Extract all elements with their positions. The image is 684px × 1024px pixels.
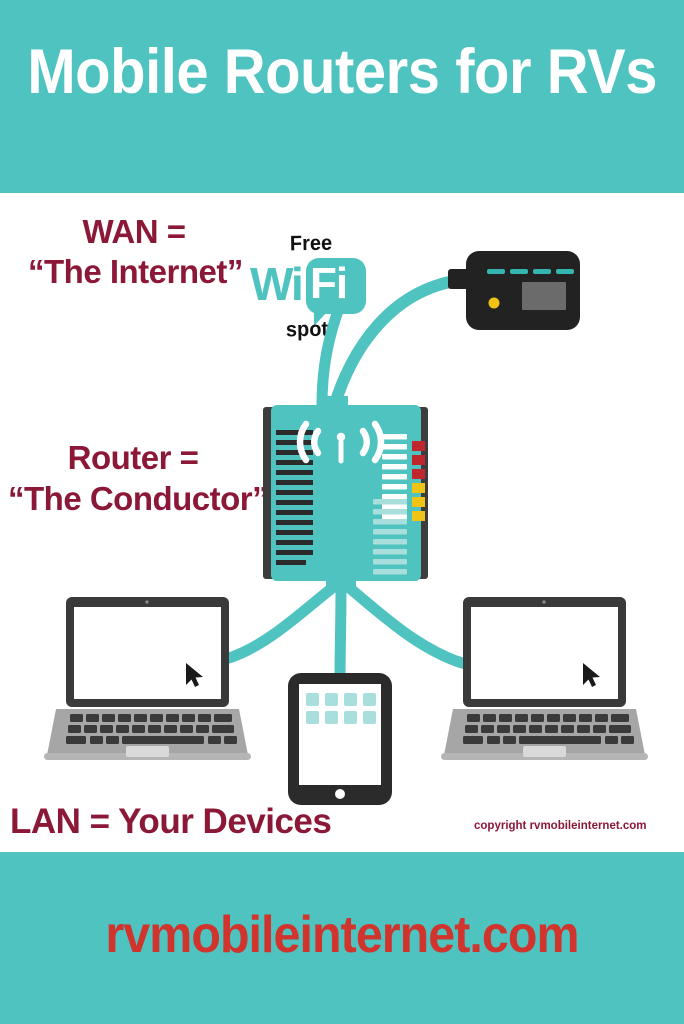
lan-annotation: LAN = Your Devices [10,802,332,841]
cable-router-to-modem [328,273,476,413]
modem-signal-bar [487,269,505,274]
wan-annotation: WAN = “The Internet” [28,212,243,292]
laptop-webcam [542,600,546,604]
router-indicator-bars-light [373,499,407,575]
tablet-app-icon [325,693,338,706]
tablet-app-icon [306,693,319,706]
tablet-app-icon [344,711,357,724]
modem-signal-bar [556,269,574,274]
router-led-yellow [412,497,425,507]
laptop-keyboard [66,714,237,744]
laptop-right[interactable] [441,597,648,760]
router-led-red [412,469,425,479]
network-diagram-scene [44,251,648,805]
laptop-keyboard [463,714,634,744]
tablet-app-icon [363,693,376,706]
router-led-yellow [412,511,425,521]
router-status-leds [412,441,425,521]
laptop-trackpad[interactable] [523,746,566,757]
arrow-cursor [186,663,203,687]
modem-device[interactable] [448,251,580,330]
modem-cable-plug [448,269,470,289]
modem-signal-bars [487,269,574,274]
wan-label-line2: “The Internet” [28,253,243,290]
laptop-left[interactable] [44,597,251,760]
router-label-line2: “The Conductor” [8,480,269,517]
tablet-app-icon [363,711,376,724]
free-wifi-spot-logo: Free Wi Fi spot [250,232,376,348]
laptop-screen [471,607,618,699]
router-annotation: Router = “The Conductor” [8,437,269,519]
tablet-device[interactable] [288,673,392,805]
router-led-red [412,455,425,465]
wifi-logo-wi-text: Wi [250,258,304,310]
router-label-line1: Router = [67,439,199,476]
router-led-yellow [412,483,425,493]
wan-label-line1: WAN = [82,213,186,250]
arrow-cursor [583,663,600,687]
tablet-app-icons[interactable] [306,693,376,724]
laptop-trackpad[interactable] [126,746,169,757]
page-title: Mobile Routers for RVs [27,37,658,107]
modem-signal-bar [533,269,551,274]
tablet-home-button[interactable] [335,789,345,799]
copyright-notice: copyright rvmobileinternet.com [474,820,647,832]
router-led-red [412,441,425,451]
tablet-app-icon [325,711,338,724]
wifi-broadcast-icon [296,420,385,464]
modem-signal-bar [510,269,528,274]
laptop-screen [74,607,221,699]
laptop-webcam [145,600,149,604]
router-indicator-bars-white [382,434,407,520]
wifi-logo-fi-text: Fi [310,259,348,308]
footer-band [0,852,684,1024]
cable-router-to-wifi-hotspot [316,299,346,411]
tablet-app-icon [344,693,357,706]
modem-screen [522,282,566,310]
tablet-app-icon [306,711,319,724]
modem-status-led [488,297,500,309]
router-device[interactable] [263,396,428,591]
cable-router-to-tablet [334,579,347,685]
header-band [0,0,684,193]
footer-website-url: rvmobileinternet.com [105,906,579,964]
router-vent-slots [276,430,313,565]
